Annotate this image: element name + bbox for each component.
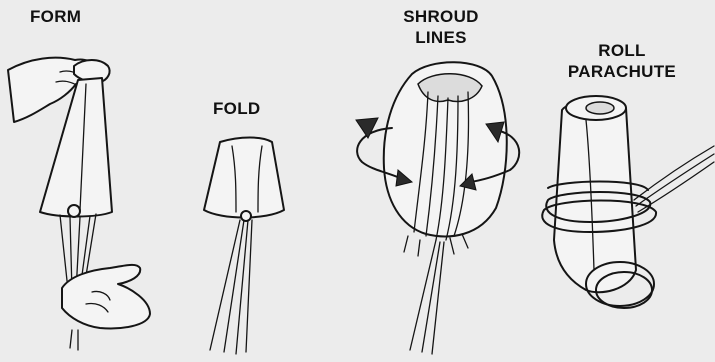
fold-illustration bbox=[204, 138, 284, 355]
left-arrow-icon bbox=[356, 118, 378, 138]
form-illustration bbox=[8, 58, 150, 350]
rolled-canopy bbox=[554, 101, 636, 293]
canopy-knot bbox=[68, 205, 80, 217]
step-label-form: FORM bbox=[30, 6, 81, 27]
step-label-shroud-lines: SHROUD LINES bbox=[386, 6, 496, 48]
roll-parachute-illustration bbox=[542, 96, 714, 308]
folded-canopy bbox=[204, 138, 284, 218]
step-label-fold: FOLD bbox=[213, 98, 260, 119]
step-label-roll-parachute: ROLL PARACHUTE bbox=[552, 40, 692, 82]
shroud-lines-illustration bbox=[356, 62, 519, 354]
lower-hand bbox=[62, 265, 150, 329]
